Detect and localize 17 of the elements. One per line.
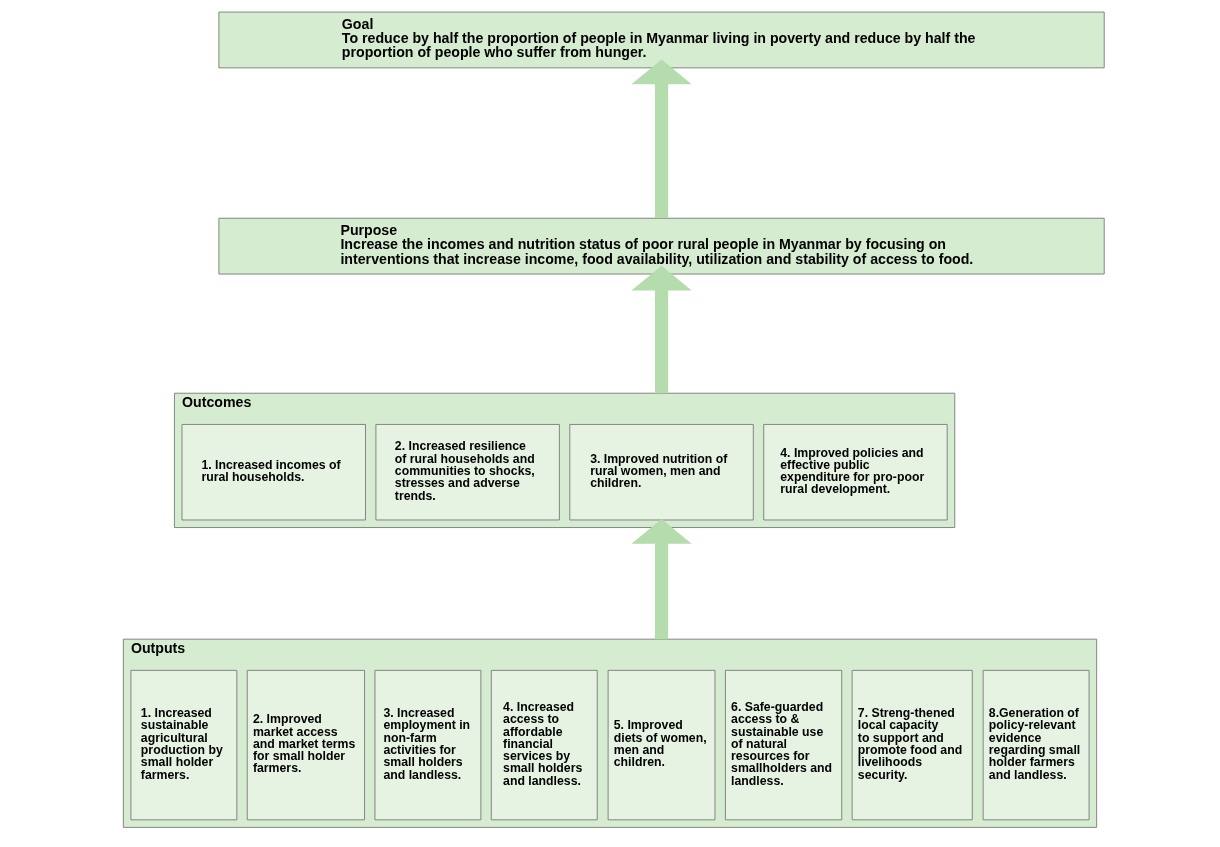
node-box: 3. Increased employment in non-farm activities for small holders and landless. — [374, 669, 482, 821]
arrow — [631, 265, 692, 394]
node-box: 6. Safe-guarded access to & sustainable use of natural resources for smallholders and landless. — [724, 669, 843, 821]
node-box: 7. Streng-thened local capacity to support and promote food and livelihoods security. — [851, 669, 973, 821]
arrow — [631, 519, 692, 640]
node-box: Purpose Increase the incomes and nutrition status of poor rural people in Myanmar by focusing on interventions that increase income, food availability, utilization and stability of access to food. — [218, 217, 1105, 275]
node-box: 4. Improved policies and effective public expenditure for pro-poor rural development. — [763, 423, 948, 521]
node-box: 2. Improved market access and market terms for small holder farmers. — [246, 669, 366, 821]
node-box: 8.Generation of policy-relevant evidence regarding small holder farmers and landless. — [982, 669, 1090, 821]
node-box: 3. Improved nutrition of rural women, men and children. — [569, 423, 754, 521]
arrow — [631, 59, 692, 219]
node-box: 1. Increased incomes of rural households. — [181, 423, 366, 521]
node-box: 2. Increased resilience of rural households and communities to shocks, stresses and adverse trends. — [375, 423, 560, 521]
node-box: 4. Increased access to affordable financial services by small holders and landless. — [490, 669, 598, 821]
node-box: Goal To reduce by half the proportion of people in Myanmar living in poverty and reduce by half the proportion of people who suffer from hunger. — [218, 11, 1105, 69]
node-box: 1. Increased sustainable agricultural production by small holder farmers. — [130, 669, 238, 821]
node-box: 5. Improved diets of women, men and children. — [607, 669, 716, 821]
